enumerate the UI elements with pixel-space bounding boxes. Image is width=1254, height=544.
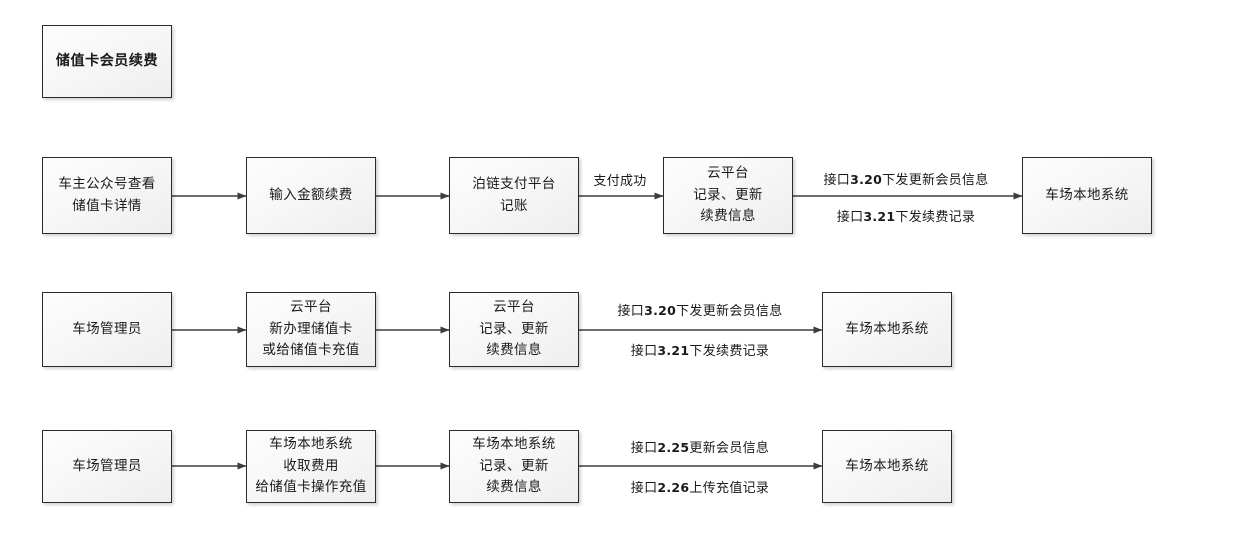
edge-label-l1-bot: 接口3.21下发续费记录 bbox=[836, 209, 976, 225]
flow-node-line: 新办理储值卡 bbox=[269, 320, 353, 337]
flow-node-n1-3: 泊链支付平台记账 bbox=[449, 157, 579, 234]
flow-node-n3-2: 车场本地系统收取费用给储值卡操作充值 bbox=[246, 430, 376, 503]
flow-node-line: 云平台 bbox=[707, 164, 749, 181]
flow-node-line: 或给储值卡充值 bbox=[262, 342, 360, 359]
edge-label-l2-top: 接口3.20下发更新会员信息 bbox=[617, 303, 783, 319]
flow-node-line: 续费信息 bbox=[486, 479, 542, 496]
diagram-title-label: 储值卡会员续费 bbox=[55, 53, 159, 70]
flow-node-line: 记录、更新 bbox=[479, 457, 549, 474]
flow-node-n2-2: 云平台新办理储值卡或给储值卡充值 bbox=[246, 292, 376, 367]
flow-node-n3-4: 车场本地系统 bbox=[822, 430, 952, 503]
flow-node-n2-4: 车场本地系统 bbox=[822, 292, 952, 367]
flow-node-line: 云平台 bbox=[290, 298, 332, 315]
flow-node-n3-1: 车场管理员 bbox=[42, 430, 172, 503]
flow-node-line: 记录、更新 bbox=[479, 320, 549, 337]
flow-node-line: 收取费用 bbox=[283, 457, 339, 474]
edge-label-l3-bot: 接口2.26上传充值记录 bbox=[630, 480, 770, 496]
flow-node-line: 车场管理员 bbox=[72, 320, 142, 337]
flow-node-line: 续费信息 bbox=[700, 208, 756, 225]
flow-node-line: 泊链支付平台 bbox=[472, 175, 556, 192]
flow-node-line: 车场本地系统 bbox=[845, 457, 929, 474]
flow-node-line: 车主公众号查看 bbox=[58, 175, 156, 192]
flow-node-line: 车场管理员 bbox=[72, 457, 142, 474]
flow-node-n1-5: 车场本地系统 bbox=[1022, 157, 1152, 234]
flow-node-line: 车场本地系统 bbox=[269, 435, 353, 452]
flow-node-n1-4: 云平台记录、更新续费信息 bbox=[663, 157, 793, 234]
flow-node-n1-2: 输入金额续费 bbox=[246, 157, 376, 234]
flow-node-n1-1: 车主公众号查看储值卡详情 bbox=[42, 157, 172, 234]
flow-node-line: 车场本地系统 bbox=[845, 320, 929, 337]
edge-label-l1-top: 接口3.20下发更新会员信息 bbox=[823, 172, 989, 188]
edge-label-l1-pay: 支付成功 bbox=[593, 174, 647, 189]
flow-node-line: 续费信息 bbox=[486, 342, 542, 359]
flow-node-n2-1: 车场管理员 bbox=[42, 292, 172, 367]
flow-node-n2-3: 云平台记录、更新续费信息 bbox=[449, 292, 579, 367]
diagram-title-box: 储值卡会员续费 bbox=[42, 25, 172, 98]
flow-node-line: 给储值卡操作充值 bbox=[255, 479, 367, 496]
flow-node-line: 车场本地系统 bbox=[1045, 186, 1129, 203]
flow-node-line: 输入金额续费 bbox=[269, 186, 353, 203]
flow-node-line: 云平台 bbox=[493, 298, 535, 315]
flow-node-n3-3: 车场本地系统记录、更新续费信息 bbox=[449, 430, 579, 503]
flow-node-line: 记录、更新 bbox=[693, 186, 763, 203]
flow-node-line: 记账 bbox=[500, 197, 528, 214]
flow-node-line: 储值卡详情 bbox=[72, 197, 142, 214]
edge-label-l3-top: 接口2.25更新会员信息 bbox=[630, 440, 770, 456]
flow-node-line: 车场本地系统 bbox=[472, 435, 556, 452]
edge-label-l2-bot: 接口3.21下发续费记录 bbox=[630, 343, 770, 359]
